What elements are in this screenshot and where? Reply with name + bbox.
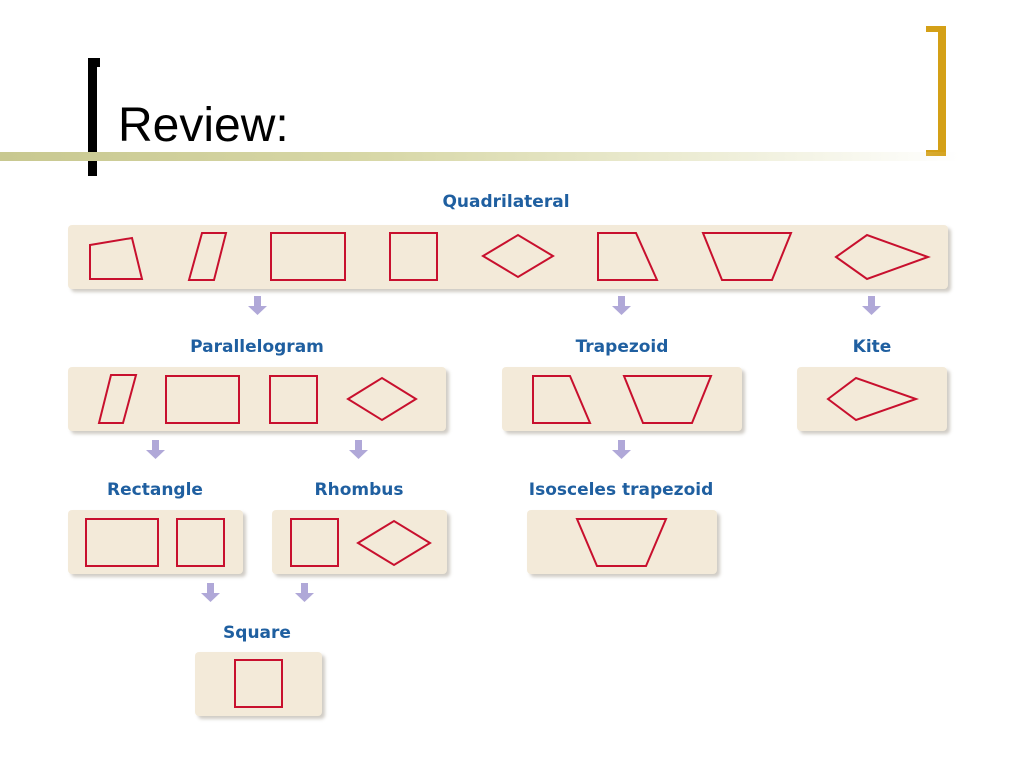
square-shape (234, 659, 283, 708)
arrow-down-icon (612, 440, 631, 459)
label-parallelogram: Parallelogram (190, 337, 324, 357)
panel-kite (797, 367, 947, 431)
square-shape (290, 518, 339, 567)
label-isosceles-trapezoid: Isosceles trapezoid (528, 480, 714, 500)
arrow-down-icon (295, 583, 314, 602)
rectangle-shape (85, 518, 159, 567)
isosceles-trapezoid-shape (622, 375, 713, 424)
kite-shape (834, 233, 931, 281)
square-shape (389, 232, 438, 281)
arrow-down-icon (248, 296, 267, 315)
parallelogram-shape (187, 232, 228, 281)
label-square: Square (223, 623, 291, 643)
label-trapezoid: Trapezoid (575, 337, 669, 357)
rectangle-shape (270, 232, 346, 281)
isosceles-trapezoid-shape (701, 232, 793, 281)
rhombus-shape (346, 376, 418, 422)
trapezoid-shape (532, 375, 592, 424)
square-shape (269, 375, 318, 424)
arrow-down-icon (349, 440, 368, 459)
trapezoid-shape (597, 232, 659, 281)
rectangle-shape (165, 375, 240, 424)
rhombus-shape (481, 233, 555, 279)
panel-square (195, 652, 322, 716)
arrow-down-icon (862, 296, 881, 315)
arrow-down-icon (201, 583, 220, 602)
isosceles-trapezoid-shape (575, 518, 668, 567)
left-bracket-decoration (88, 58, 100, 176)
square-shape (176, 518, 225, 567)
parallelogram-shape (97, 374, 138, 424)
general-quadrilateral-shape (89, 236, 144, 280)
title-underline-rule (0, 152, 960, 161)
panel-isosceles-trapezoid (527, 510, 717, 574)
label-quadrilateral: Quadrilateral (442, 192, 570, 212)
label-rhombus: Rhombus (314, 480, 404, 500)
arrow-down-icon (612, 296, 631, 315)
label-kite: Kite (852, 337, 892, 357)
rhombus-shape (356, 519, 432, 567)
slide-title: Review: (118, 99, 289, 152)
panel-rectangle (68, 510, 243, 574)
kite-shape (826, 376, 920, 422)
arrow-down-icon (146, 440, 165, 459)
label-rectangle: Rectangle (107, 480, 203, 500)
